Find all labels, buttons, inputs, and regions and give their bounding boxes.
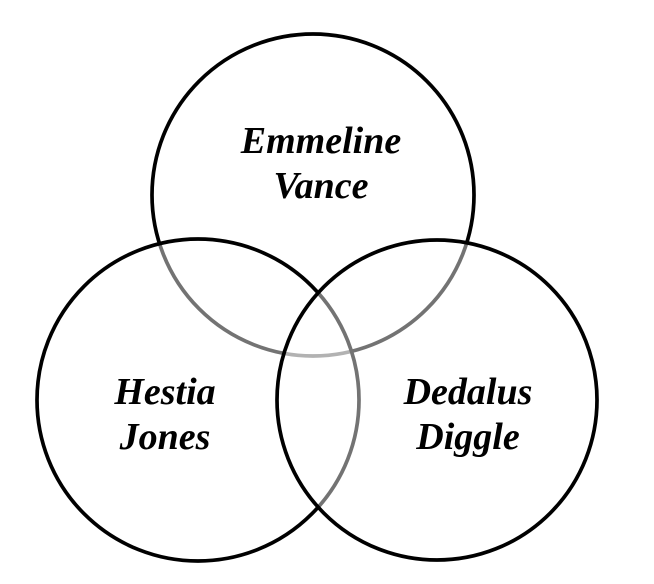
label-dedalus-diggle-line1: Dedalus [403, 371, 533, 413]
label-hestia-jones: Hestia Jones [15, 370, 315, 460]
label-emmeline-vance: Emmeline Vance [171, 119, 471, 209]
label-dedalus-diggle-line2: Diggle [416, 416, 520, 458]
label-hestia-jones-line1: Hestia [114, 371, 216, 413]
label-hestia-jones-line2: Jones [119, 416, 211, 458]
label-emmeline-vance-line1: Emmeline [240, 120, 402, 162]
label-dedalus-diggle: Dedalus Diggle [318, 370, 618, 460]
circle-emmeline-vance [150, 32, 476, 358]
circle-hestia-jones [35, 237, 361, 563]
label-emmeline-vance-line2: Vance [273, 165, 369, 207]
circle-dedalus-diggle [275, 238, 599, 562]
